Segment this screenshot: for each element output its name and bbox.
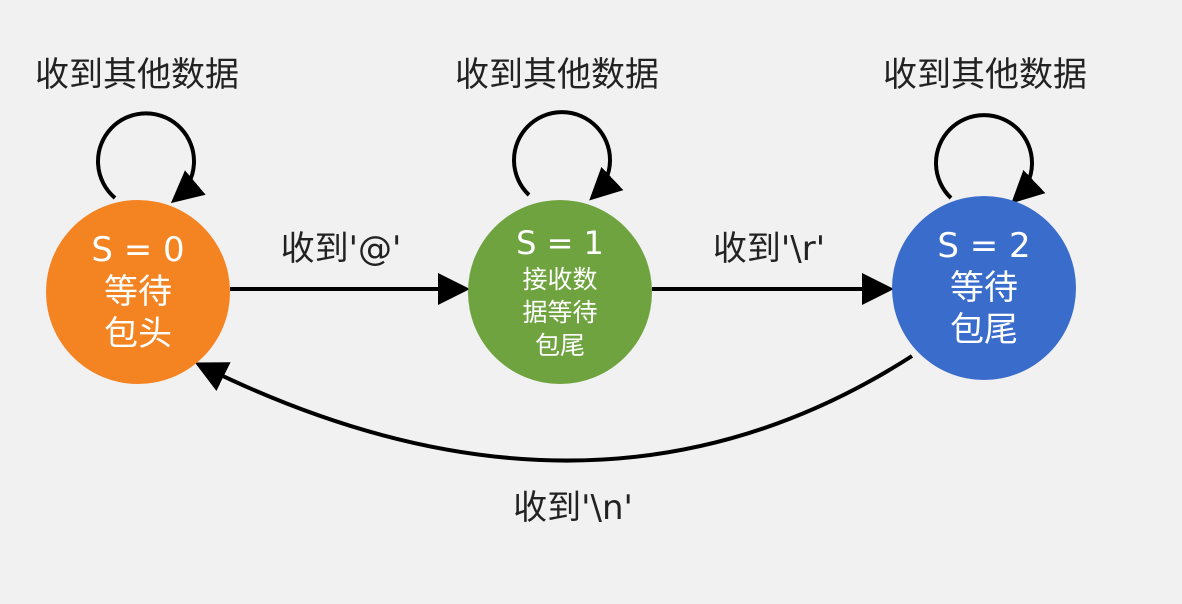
state-s0-line-3: 包头 [104,314,172,354]
self-loop-arrow-s2 [934,113,1046,204]
state-node-s2: S = 2 等待 包尾 [892,196,1076,380]
self-loop-label-s0: 收到其他数据 [35,55,239,95]
transition-label-s0-s1: 收到'@' [280,229,402,269]
state-s1-line-4: 包尾 [534,330,585,360]
state-s2-line-3: 包尾 [950,310,1018,350]
state-s0-line-1: S = 0 [91,230,185,270]
state-s1-line-1: S = 1 [516,223,604,262]
self-loop-label-s1: 收到其他数据 [455,55,659,95]
state-s2-line-1: S = 2 [937,226,1031,266]
self-loop-arrow-s1 [512,110,624,201]
state-s2-line-2: 等待 [950,268,1018,308]
self-loop-arrow-s0 [96,111,206,204]
state-s1-line-3: 据等待 [522,297,598,327]
state-node-s1: S = 1 接收数 据等待 包尾 [468,200,652,384]
transition-label-s1-s2: 收到'\r' [712,229,826,269]
self-loop-label-s2: 收到其他数据 [883,55,1087,95]
state-node-s0: S = 0 等待 包头 [46,200,230,384]
state-s1-line-2: 接收数 [522,264,598,294]
state-s0-line-2: 等待 [104,272,172,312]
transition-label-s2-s0: 收到'\n' [513,488,633,528]
transition-arrow-s2-s0 [194,354,914,463]
